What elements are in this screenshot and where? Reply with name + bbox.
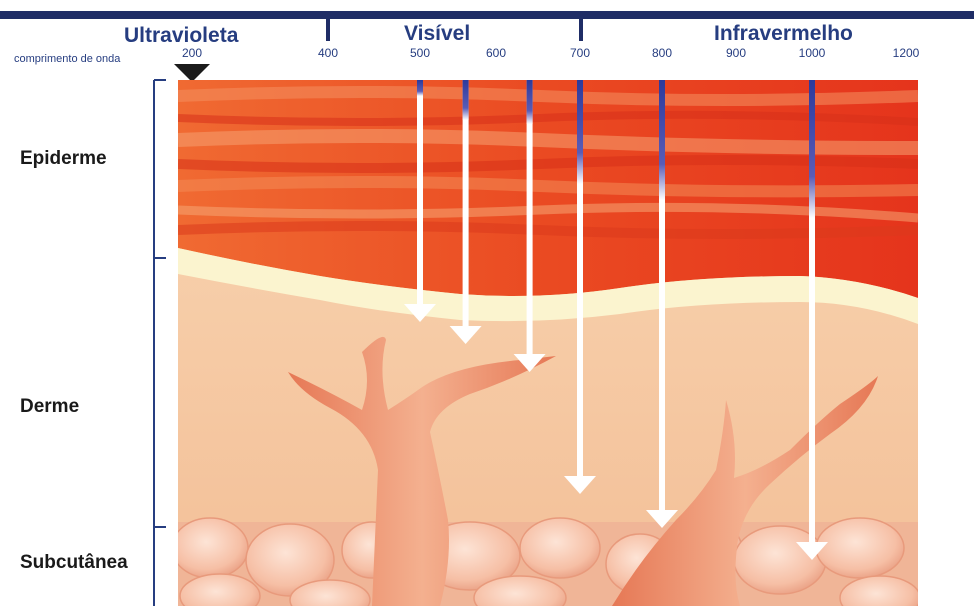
band-label-infrared: Infravermelho (714, 22, 853, 46)
wavelength-tick-200: 200 (182, 46, 202, 60)
layer-bracket (154, 80, 166, 606)
wavelength-tick-1200: 1200 (893, 46, 920, 60)
subcutaneous-layer (172, 518, 920, 606)
layer-label-subcutaneous: Subcutânea (20, 552, 128, 574)
wavelength-tick-700: 700 (570, 46, 590, 60)
layer-label-dermis: Derme (20, 396, 79, 418)
wavelength-tick-500: 500 (410, 46, 430, 60)
wavelength-tick-600: 600 (486, 46, 506, 60)
header-bar (0, 11, 974, 19)
fat-cell (520, 518, 600, 578)
wavelength-tick-400: 400 (318, 46, 338, 60)
layer-label-epidermis: Epiderme (20, 148, 107, 170)
wavelength-tick-1000: 1000 (799, 46, 826, 60)
fat-cell (172, 518, 248, 578)
wavelength-caption: comprimento de onda (14, 53, 120, 65)
wavelength-tick-800: 800 (652, 46, 672, 60)
band-divider-vis-ir (579, 19, 583, 41)
band-label-ultraviolet: Ultravioleta (124, 24, 238, 48)
band-divider-uv-vis (326, 19, 330, 41)
wavelength-pointer (174, 64, 210, 82)
fat-cell (816, 518, 904, 578)
wavelength-tick-900: 900 (726, 46, 746, 60)
band-label-visible: Visível (404, 22, 470, 46)
